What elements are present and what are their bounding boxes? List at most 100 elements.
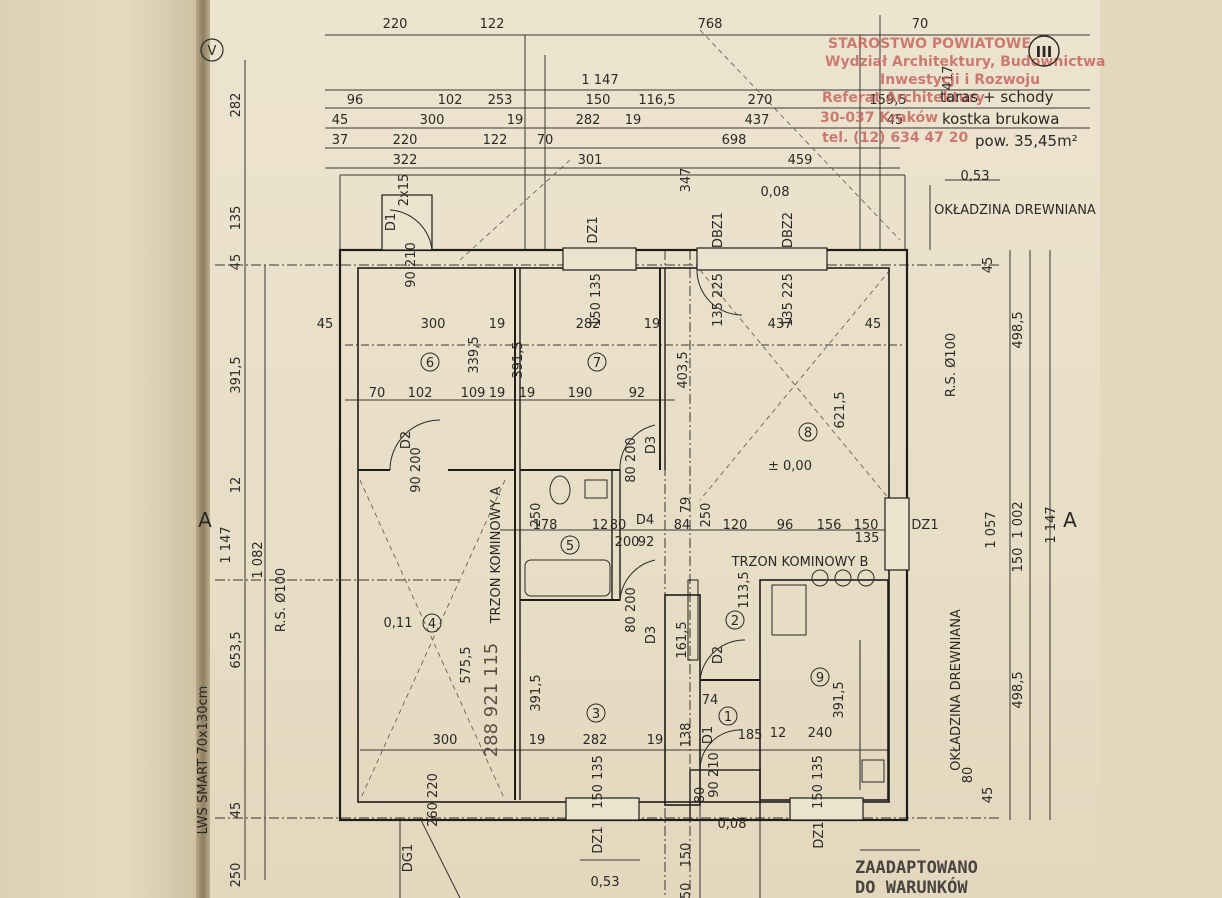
dimension-label-rv-1147: 1 147 [1044,506,1059,543]
dimension-label-i-19b: 19 [644,317,661,332]
dimension-label-d-417: 417 [941,66,956,91]
dimension-label-c-120: 120 [723,518,748,533]
dimension-label-lv-12: 12 [229,477,244,494]
dimension-label-v-4035: 403,5 [676,351,691,388]
dimension-label-r3-37: 37 [332,133,349,148]
stove [771,584,807,636]
dimension-label-kom-a: TRZON KOMINOWY A [489,486,504,624]
room-number: 1 [724,710,732,725]
dimension-label-r2-19b: 19 [625,113,642,128]
red-stamp: STAROSTWO POWIATOWE Wydział Architektury… [820,36,1106,146]
dimension-label-d1-dims: 90 210 [404,242,419,288]
terrace-line: taras + schody [940,88,1054,106]
room-number: 5 [566,539,574,554]
dimension-label-r1-1595: 159,5 [869,93,906,108]
dimension-label-rv-150: 150 [1011,548,1026,573]
dimension-label-lvl-008b: 0,08 [718,817,747,832]
dimension-label-w8b: 135 225 [781,273,796,327]
dimension-label-r3-698: 698 [722,133,747,148]
dimension-label-r3-122: 122 [483,133,508,148]
dimension-label-c-1135: 113,5 [737,571,752,608]
room-number: 4 [428,617,436,632]
dimension-label-i-45a: 45 [317,317,334,332]
dimension-label-top-1147: 1 147 [581,73,618,88]
dimension-label-i-300: 300 [421,317,446,332]
dimension-label-b-80: 80 [693,787,708,804]
dimension-label-i-282: 282 [576,317,601,332]
dimension-label-c-250b: 250 [699,503,714,528]
room-number: 8 [804,426,812,441]
stamp-line: Referat Architektury [822,90,985,106]
sheet-mark-badge: V [200,38,224,62]
dimension-label-dz1-top: DZ1 [586,216,601,243]
door-swings [389,209,746,771]
room-number: 7 [593,356,601,371]
dimension-label-m-19a: 19 [489,386,506,401]
dimension-label-b-150a: 150 135 [591,755,606,809]
dimension-label-lv-6535: 653,5 [229,631,244,668]
sheet-number-badge: III [1028,35,1060,67]
room-number-circle [422,613,442,633]
dimension-label-lv-250: 250 [229,863,244,888]
svg-text:V: V [208,44,217,59]
dimension-label-dbz2: DBZ2 [781,212,796,248]
dimension-label-dw-80200: 80 200 [624,437,639,483]
dimension-label-rv-4985b: 498,5 [1011,671,1026,708]
dimension-label-r2-300: 300 [420,113,445,128]
dimension-label-r4-322: 322 [393,153,418,168]
dimension-label-top-70: 70 [912,17,929,32]
stamp-line: STAROSTWO POWIATOWE [828,36,1031,52]
dimension-label-b-19a: 19 [529,733,546,748]
dimension-label-b-300: 300 [433,733,458,748]
dimension-label-dw-80200b: 80 200 [624,587,639,633]
dimension-label-section-left: A [198,508,212,532]
dimension-label-d1-2x15: 2x15 [397,174,412,207]
dimension-label-rv-1002: 1 002 [1011,501,1026,538]
dimension-label-lvl-000: ± 0,00 [768,459,812,474]
dimension-label-top-768: 768 [698,17,723,32]
dimension-label-lws: LWS SMART 70x130cm [196,686,211,835]
dimension-label-lvl-053: 0,53 [961,169,990,184]
dimension-label-lvl-011: 0,11 [384,616,413,631]
svg-text:DO WARUNKÓW: DO WARUNKÓW [855,876,968,898]
dimension-label-b-240: 240 [808,726,833,741]
dimension-label-r1-96: 96 [347,93,364,108]
dimension-label-top-220: 220 [383,17,408,32]
dimension-label-v-3915a: 391,5 [511,341,526,378]
dimension-label-c-92: 92 [638,535,655,550]
svg-text:III: III [1036,43,1053,61]
dimension-label-rv-1057: 1 057 [984,511,999,548]
dimension-label-d4: D4 [636,513,654,528]
dimension-label-lv-282: 282 [229,93,244,118]
dimension-label-c-84: 84 [674,518,691,533]
dimension-label-r2-19a: 19 [507,113,524,128]
dimension-label-top-122: 122 [480,17,505,32]
dimension-label-d2b: D2 [711,646,726,664]
dimension-label-lv-135: 135 [229,206,244,231]
dimension-label-d1b: D1 [701,726,716,744]
stamp-line: 30-037 Kraków [820,110,938,126]
dimension-label-lv-1082: 1 082 [251,541,266,578]
room-number: 2 [731,614,739,629]
room-number-circle [798,422,818,442]
dimension-label-d2: D2 [399,431,414,449]
stamp-line: Inwestycji i Rozwoju [880,72,1040,88]
dimension-label-dg1: DG1 [401,844,416,872]
room-number: 3 [592,707,600,722]
dimension-label-rv-45top: 45 [981,257,996,274]
dimension-label-r2-45: 45 [332,113,349,128]
dimension-label-b-150v: 150 [679,843,694,868]
dimension-label-w8a: 135 225 [711,273,726,327]
dimension-label-c-178: 178 [533,518,558,533]
dimension-label-lvl-053b: 0,53 [591,875,620,890]
dimension-label-lv-45: 45 [229,254,244,271]
dimension-label-r4-459: 459 [788,153,813,168]
dimension-label-m-92: 92 [629,386,646,401]
dimension-label-c-79: 79 [679,497,694,514]
dimension-label-r1-102: 102 [438,93,463,108]
svg-text:ZAADAPTOWANO: ZAADAPTOWANO [855,858,978,878]
dimension-label-lvl-008: 0,08 [761,185,790,200]
dimension-label-i-45b: 45 [865,317,882,332]
dimension-label-c-135: 135 [855,531,880,546]
